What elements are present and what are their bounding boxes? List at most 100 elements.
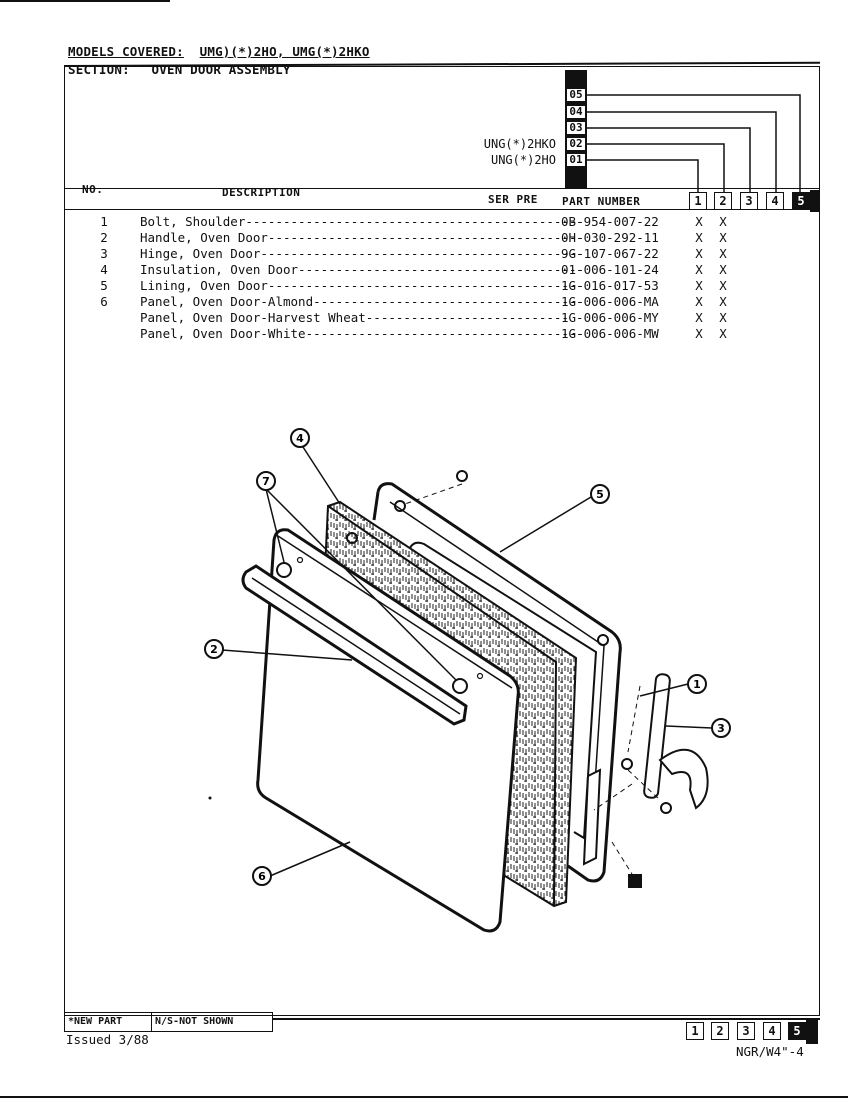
- part-model-2-mark: X: [719, 326, 727, 341]
- bottom-rule: [0, 1096, 848, 1098]
- model-name-01: UNG(*)2HO: [490, 153, 556, 167]
- stray-dot: [208, 796, 212, 800]
- callout-1: 1: [687, 674, 707, 694]
- model-code-01: 01: [566, 153, 586, 167]
- part-model-2-mark: X: [719, 246, 727, 261]
- guide-line: [627, 769, 661, 801]
- lining-bolt: [597, 634, 609, 646]
- col-model-5: 5: [792, 192, 810, 210]
- footer-not-shown: N/S-NOT SHOWN: [151, 1012, 273, 1032]
- panel-hole: [296, 556, 304, 564]
- models-covered: MODELS COVERED: UMG)(*)2HO, UMG(*)2HKO: [68, 44, 370, 59]
- leader-7b: [265, 488, 457, 681]
- callout-3: 3: [711, 718, 731, 738]
- callout-5-label: 5: [596, 488, 604, 501]
- footer-doc-code: NGR/W4"-4: [736, 1044, 804, 1059]
- part-model-1-mark: X: [695, 246, 703, 261]
- top-rule: [0, 0, 170, 2]
- panel-screw: [276, 562, 292, 578]
- model-code-02: 02: [566, 137, 586, 151]
- leader-03: [587, 127, 751, 192]
- part-description: Panel, Oven Door-Harvest Wheat----------…: [140, 310, 569, 325]
- guide-line: [404, 483, 463, 505]
- part-number: 01-006-101-24: [561, 262, 659, 277]
- part-description: Insulation, Oven Door-------------------…: [140, 262, 585, 277]
- insul-screw: [346, 532, 358, 544]
- column-header-row: [64, 188, 820, 210]
- insulation-front-face: [327, 505, 558, 907]
- part-model-2-mark: X: [719, 278, 727, 293]
- handle-edge: [251, 577, 461, 715]
- col-model-2: 2: [714, 192, 732, 210]
- part-model-2-mark: X: [719, 294, 727, 309]
- models-covered-value: UMG)(*)2HO, UMG(*)2HKO: [199, 44, 370, 59]
- leader-7a: [265, 488, 285, 563]
- callout-4-label: 4: [296, 432, 304, 445]
- leader-04: [587, 111, 777, 192]
- footer-issued: Issued 3/88: [66, 1032, 149, 1047]
- top-bolt: [456, 470, 468, 482]
- part-number: 1G-016-017-53: [561, 278, 659, 293]
- leader-5: [499, 496, 592, 553]
- callout-4: 4: [290, 428, 310, 448]
- leader-4: [302, 446, 341, 505]
- col-part-number: PART NUMBER: [562, 195, 641, 208]
- hinge-arm: [643, 673, 671, 799]
- part-no: 3: [100, 246, 108, 261]
- part-no: 5: [100, 278, 108, 293]
- part-model-1-mark: X: [695, 326, 703, 341]
- lining-left-edge: [372, 491, 380, 521]
- model-code-04: 04: [566, 105, 586, 119]
- leader-6: [269, 841, 351, 877]
- col-model-3: 3: [740, 192, 758, 210]
- col-model-4: 4: [766, 192, 784, 210]
- part-model-1-mark: X: [695, 262, 703, 277]
- part-model-1-mark: X: [695, 294, 703, 309]
- callout-2-label: 2: [210, 643, 218, 656]
- footer-bar: [272, 1018, 820, 1020]
- part-description: Lining, Oven Door-----------------------…: [140, 278, 585, 293]
- part-no: 2: [100, 230, 108, 245]
- col-no: NO.: [82, 183, 104, 196]
- hinge-bolt: [660, 802, 672, 814]
- footer-model-4: 4: [763, 1022, 781, 1040]
- model-leader-lines: [587, 94, 801, 192]
- footer-model-2: 2: [711, 1022, 729, 1040]
- hinge-hook: [658, 748, 709, 810]
- part-description: Hinge, Oven Door------------------------…: [140, 246, 585, 261]
- model-name-02: UNG(*)2HKO: [483, 137, 556, 151]
- callout-5: 5: [590, 484, 610, 504]
- part-model-1-mark: X: [695, 278, 703, 293]
- leader-01: [587, 159, 699, 192]
- callout-7: 7: [256, 471, 276, 491]
- leader-05: [587, 94, 801, 192]
- part-model-2-mark: X: [719, 230, 727, 245]
- part-model-2-mark: X: [719, 214, 727, 229]
- footer-new-part: *NEW PART: [64, 1012, 152, 1032]
- lining-bolt: [394, 500, 406, 512]
- hinge-bracket: [582, 768, 602, 866]
- part-number: 1G-006-006-MY: [561, 310, 659, 325]
- part-no: 4: [100, 262, 108, 277]
- col-model-1: 1: [689, 192, 707, 210]
- panel-hole: [476, 672, 484, 680]
- footer-model-5: 5: [788, 1022, 806, 1040]
- part-number: 0B-954-007-22: [561, 214, 659, 229]
- callout-2: 2: [204, 639, 224, 659]
- part-description: Panel, Oven Door-Almond-----------------…: [140, 294, 585, 309]
- col-ser-pre: SER PRE: [488, 193, 538, 206]
- part-model-1-mark: X: [695, 214, 703, 229]
- part-model-2-mark: X: [719, 310, 727, 325]
- model-code-05: 05: [566, 88, 586, 102]
- part-description: Bolt, Shoulder--------------------------…: [140, 214, 585, 229]
- guide-line: [611, 841, 633, 875]
- part-model-2-mark: X: [719, 262, 727, 277]
- col-model-5-edge: [810, 190, 820, 212]
- hinge-clip: [628, 874, 642, 888]
- footer-model-1: 1: [686, 1022, 704, 1040]
- part-number: 9G-107-067-22: [561, 246, 659, 261]
- part-description: Panel, Oven Door-White------------------…: [140, 326, 585, 341]
- callout-6-label: 6: [258, 870, 266, 883]
- part-no: 1: [100, 214, 108, 229]
